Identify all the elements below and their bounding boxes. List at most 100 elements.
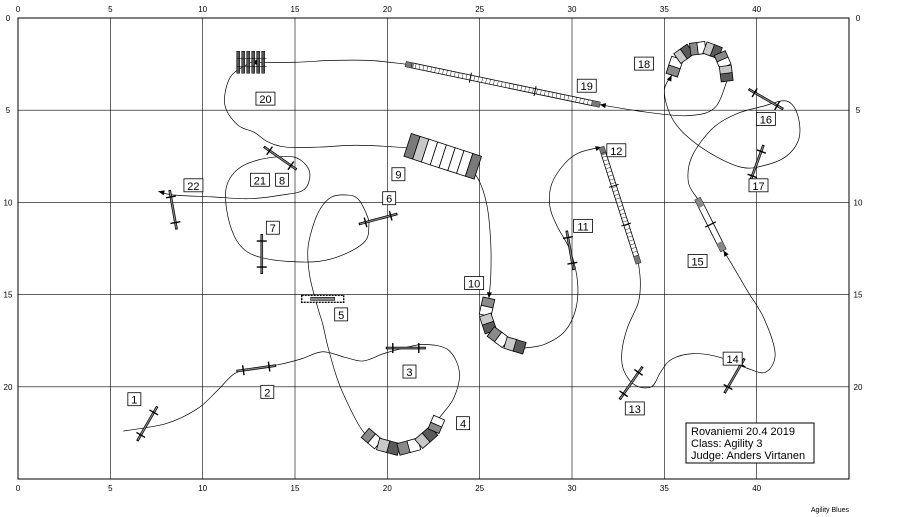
walk-slat	[621, 216, 627, 219]
walk-slat	[481, 77, 483, 83]
label-box	[573, 218, 593, 233]
walk-slat	[559, 93, 562, 99]
walk-slat	[563, 94, 566, 100]
walk-slat	[567, 95, 569, 101]
label-text: 8	[279, 175, 285, 187]
label-box	[260, 384, 275, 399]
walk-slat	[504, 82, 507, 88]
label-text: 18	[638, 59, 650, 71]
walk-slat	[617, 205, 623, 208]
x-tick-label-top: 25	[475, 5, 484, 14]
rack-bar	[246, 51, 250, 74]
jump-1	[136, 405, 159, 442]
info-location-date: Rovaniemi 20.4 2019	[691, 426, 795, 438]
x-tick-label-bottom: 15	[291, 484, 300, 493]
walk-slat	[438, 68, 440, 74]
obstacle-number-label: 6	[382, 191, 397, 206]
walk-slat	[422, 65, 425, 71]
path-arrowhead	[666, 75, 672, 82]
x-tick-label-top: 0	[16, 5, 21, 14]
path-segment	[621, 250, 776, 389]
walk-joint	[468, 72, 472, 83]
walk-slat	[520, 85, 523, 91]
label-text: 1	[131, 395, 137, 407]
walk-slat	[551, 92, 554, 98]
label-box	[634, 56, 654, 71]
label-box	[402, 364, 417, 379]
walk-slat	[540, 89, 542, 95]
label-box	[576, 78, 597, 93]
walk-slat	[627, 235, 633, 238]
walk-slat	[628, 239, 634, 242]
seesaw-pivot	[704, 221, 717, 228]
walk-joint	[533, 86, 537, 97]
walk-slat	[619, 209, 624, 211]
x-tick-label-bottom: 30	[568, 484, 577, 493]
walk-slat	[608, 174, 614, 177]
walk-slat	[614, 193, 620, 196]
tunnel-4	[360, 414, 446, 456]
walk-slat	[465, 74, 468, 80]
rack-bar	[241, 51, 245, 74]
label-text: 15	[691, 256, 703, 268]
walk-slat	[532, 88, 534, 94]
obstacle-number-label: 14	[722, 351, 743, 366]
label-box	[391, 167, 406, 182]
y-tick-label-right: 0	[856, 14, 861, 23]
jump-wing	[634, 369, 644, 376]
obstacle-number-label: 8	[275, 172, 289, 187]
walk-slat	[591, 100, 593, 106]
walk-slat	[587, 99, 589, 105]
x-tick-label-top: 5	[108, 5, 113, 14]
walk-slat	[633, 254, 639, 257]
label-text: 16	[760, 114, 772, 126]
y-tick-label-right: 10	[854, 198, 863, 207]
y-tick-label-left: 0	[6, 14, 11, 23]
jump-wing	[751, 87, 758, 98]
x-tick-label-bottom: 25	[475, 484, 484, 493]
walk-slat	[434, 67, 436, 73]
label-text: 20	[259, 94, 271, 106]
walk-slat	[410, 62, 413, 68]
path-segment	[224, 61, 492, 299]
label-box	[756, 112, 776, 126]
x-tick-label-top: 30	[568, 5, 577, 14]
walk-slat	[610, 182, 616, 185]
obstacle-number-label: 1	[127, 392, 142, 407]
jump-wing	[774, 100, 781, 111]
walk-slat	[555, 93, 558, 99]
label-text: 4	[460, 419, 466, 431]
jump-17	[747, 144, 767, 183]
walk-slat	[508, 83, 511, 89]
info-box: Rovaniemi 20.4 2019 Class: Agility 3 Jud…	[685, 422, 815, 464]
label-text: 22	[187, 181, 199, 193]
jump-16	[747, 87, 784, 111]
jump-6	[358, 210, 398, 228]
x-tick-label-bottom: 10	[198, 484, 207, 493]
walk-slat	[512, 84, 515, 90]
obstacle-number-label: 21	[250, 172, 270, 187]
walk-slat	[606, 170, 612, 173]
jump-wing	[567, 261, 578, 265]
x-tick-label-top: 40	[752, 5, 761, 14]
tire-rack-20	[236, 51, 267, 74]
rack-bar	[256, 51, 260, 74]
walk-slat	[613, 189, 618, 192]
label-box	[250, 172, 270, 187]
path-arrowhead	[599, 103, 607, 109]
label-text: 5	[338, 310, 344, 322]
walk-slat	[489, 79, 491, 85]
jump-wing	[149, 409, 159, 416]
tunnel-18	[665, 41, 734, 83]
straight-tunnel-9	[403, 132, 483, 180]
jump-wing	[723, 383, 733, 391]
walk-slat	[418, 64, 421, 70]
x-tick-label-bottom: 40	[752, 484, 761, 493]
label-text: 6	[386, 194, 392, 206]
label-box	[275, 172, 289, 187]
tunnel-10	[478, 296, 527, 355]
label-text: 11	[577, 221, 588, 233]
walk-slat	[414, 63, 417, 69]
walk-slat	[461, 73, 464, 79]
